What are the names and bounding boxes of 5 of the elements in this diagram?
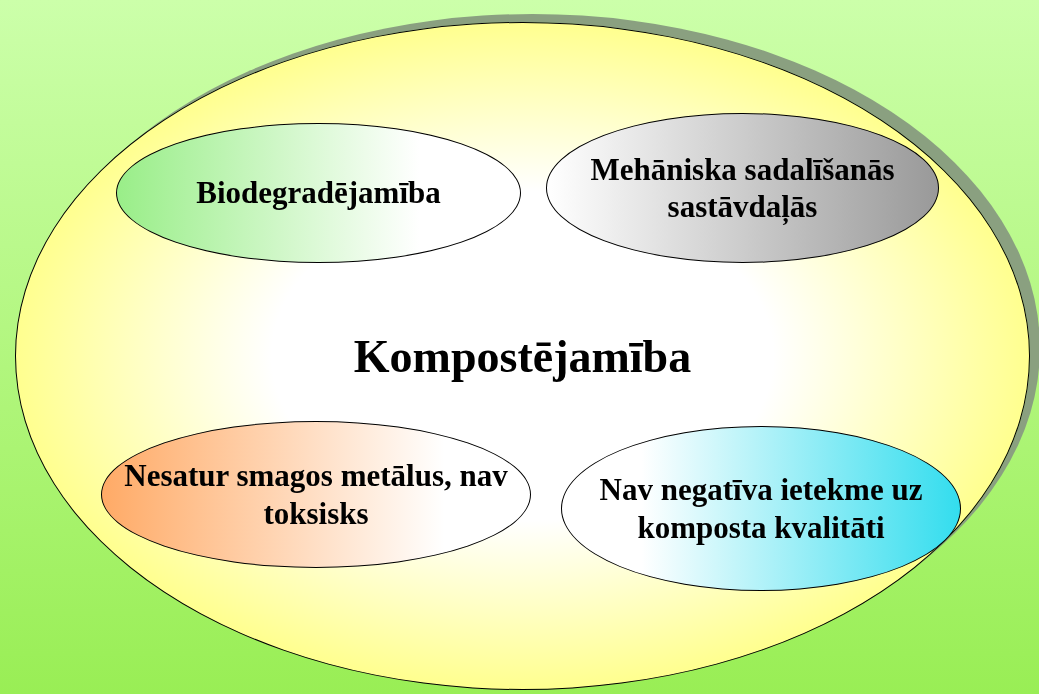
criterion-ellipse: Nesatur smagos metālus, nav toksisks [101, 421, 531, 568]
criterion-ellipse: Biodegradējamība [116, 123, 521, 263]
criterion-ellipse: Nav negatīva ietekme uz komposta kvalitāti [561, 426, 961, 591]
main-label: Kompostējamība [353, 329, 692, 383]
criterion-ellipse: Mehāniska sadalīšanās sastāvdaļās [546, 113, 939, 263]
